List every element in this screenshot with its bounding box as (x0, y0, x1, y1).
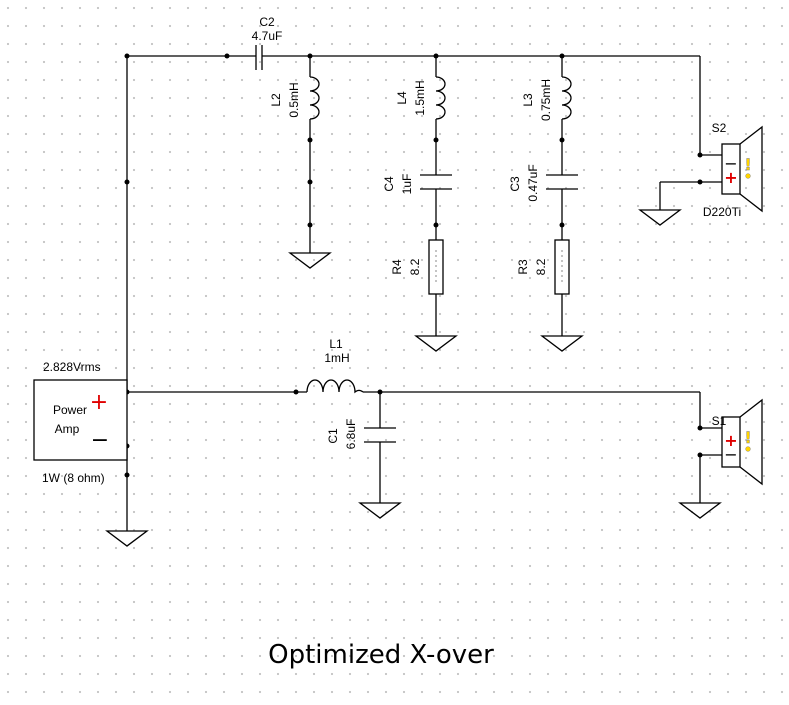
ground-r4 (414, 335, 458, 352)
l1-ref: L1 (329, 337, 343, 351)
wires (126, 55, 722, 531)
ground-s2 (638, 209, 682, 226)
s2-ref: S2 (712, 121, 727, 135)
c1-value: 6.8uF (344, 419, 358, 450)
r4-value: 8.2 (408, 258, 422, 275)
capacitor-c3[interactable] (546, 174, 578, 190)
inductor-l1[interactable] (306, 379, 364, 394)
c4-ref: C4 (382, 176, 396, 192)
ground-r3 (540, 335, 584, 352)
s1-warning-dot (745, 446, 751, 452)
s1-minus-symbol: − (724, 445, 737, 464)
amp-minus-symbol: − (91, 428, 109, 453)
l2-ref: L2 (269, 93, 283, 107)
junction-dots (124, 53, 703, 478)
c4-value: 1uF (400, 174, 414, 195)
s1-warning-icon: ! (744, 428, 751, 447)
amp-power-label: 1W (8 ohm) (42, 471, 105, 485)
capacitor-c4[interactable] (420, 174, 452, 190)
l3-value: 0.75mH (539, 79, 553, 121)
s2-warning-icon: ! (744, 155, 751, 174)
ground-s1 (678, 502, 722, 519)
ground-l2 (288, 252, 332, 269)
inductor-l4[interactable] (435, 76, 446, 120)
r4-ref: R4 (390, 259, 404, 275)
inductor-l3[interactable] (561, 76, 572, 120)
diagram-title: Optimized X-over (268, 640, 494, 670)
l4-value: 1.5mH (413, 80, 427, 115)
resistor-r4[interactable] (428, 239, 444, 295)
capacitor-c2[interactable] (255, 45, 263, 70)
l4-ref: L4 (395, 91, 409, 105)
l2-value: 0.5mH (287, 82, 301, 117)
speaker-s2[interactable]: − + ! (721, 125, 763, 213)
speaker-s1[interactable]: + − ! (721, 398, 763, 486)
s1-ref: S1 (712, 414, 727, 428)
s2-plus-symbol: + (724, 168, 737, 187)
s2-warning-dot (745, 173, 751, 179)
l1-value: 1mH (324, 351, 349, 365)
inductor-l2[interactable] (309, 76, 320, 120)
s1-plus-symbol: + (724, 431, 737, 450)
c2-value: 4.7uF (252, 29, 283, 43)
s2-model: D220Ti (703, 205, 741, 219)
r3-ref: R3 (516, 259, 530, 275)
c3-ref: C3 (508, 176, 522, 192)
c3-value: 0.47uF (526, 164, 540, 201)
capacitor-c1[interactable] (364, 427, 396, 443)
amp-label-line2: Amp (55, 422, 80, 436)
s2-minus-symbol: − (724, 154, 737, 173)
amp-voltage-label: 2.828Vrms (43, 360, 101, 374)
ground-c1 (358, 502, 402, 519)
ground-amp (105, 530, 149, 547)
c1-ref: C1 (326, 428, 340, 444)
r3-value: 8.2 (534, 258, 548, 275)
l3-ref: L3 (521, 93, 535, 107)
c2-ref: C2 (259, 15, 275, 29)
amp-plus-symbol: + (90, 390, 108, 415)
power-amp[interactable]: Power Amp + − (33, 379, 128, 461)
resistor-r3[interactable] (554, 239, 570, 295)
amp-label-line1: Power (53, 403, 87, 417)
